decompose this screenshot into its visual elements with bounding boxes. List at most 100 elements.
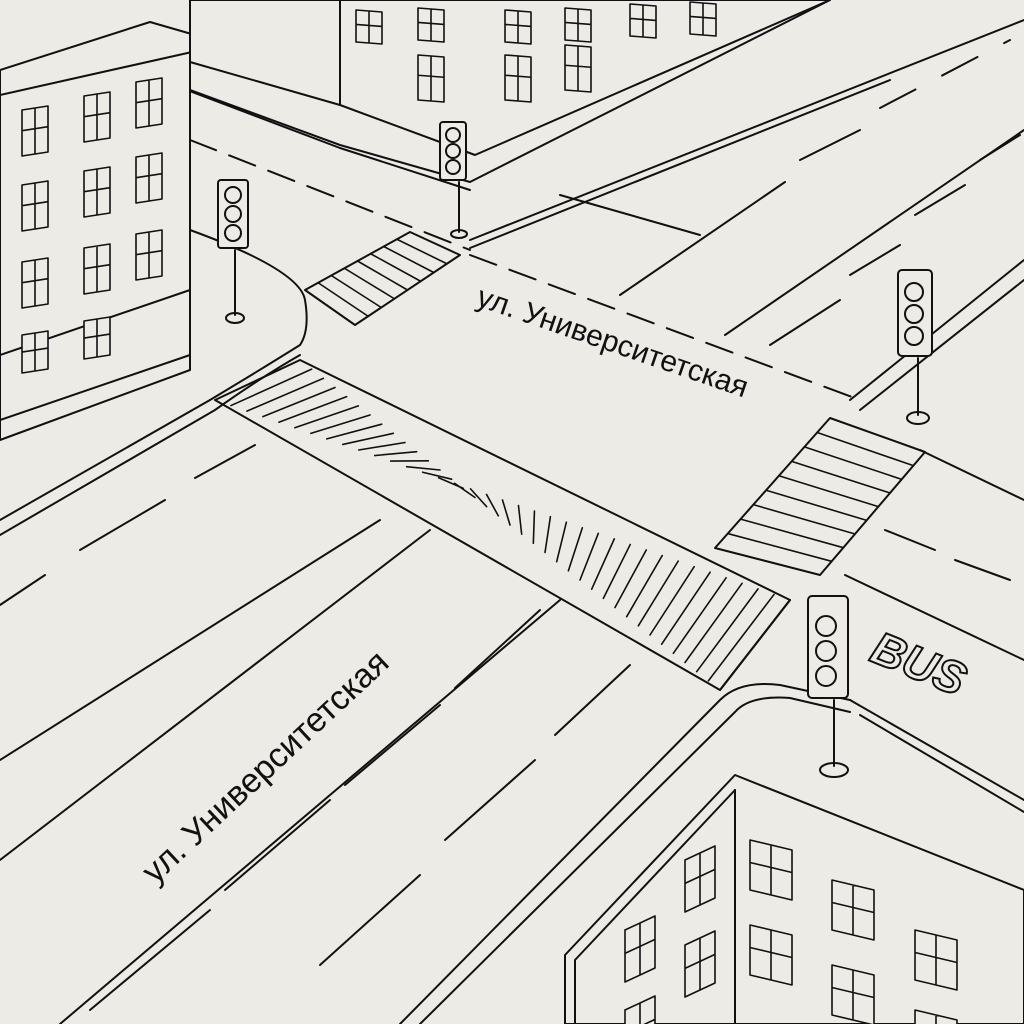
lane-dash [0, 574, 46, 606]
lane-dash [799, 129, 861, 161]
crosswalk-stripe [396, 238, 448, 265]
crosswalk-stripe [357, 441, 406, 451]
window [21, 180, 49, 232]
crosswalk-stripe [262, 386, 336, 418]
building-line [339, 0, 831, 156]
window [83, 91, 111, 143]
curb-line [859, 714, 1024, 813]
window [689, 1, 717, 37]
crosswalk-stripe [790, 460, 891, 494]
lane-dash [879, 39, 1011, 109]
road-edge [559, 194, 701, 236]
building-roof [564, 774, 1024, 1024]
lane-dash [444, 759, 536, 841]
lane-dash [189, 139, 471, 251]
crosswalk-stripe [726, 532, 833, 563]
signal-lamp [445, 143, 461, 159]
window [749, 839, 793, 901]
traffic-light-3 [897, 269, 933, 425]
crosswalk-stripe [555, 521, 568, 563]
crosswalk-top [304, 231, 461, 326]
traffic-light-icon [807, 595, 849, 699]
crosswalk-stripe [660, 571, 711, 645]
lane-dash [79, 499, 166, 551]
crosswalk-stripe [294, 405, 360, 429]
crosswalk-stripe [382, 245, 435, 274]
crosswalk-stripe [649, 565, 695, 636]
window [624, 995, 656, 1024]
traffic-light-2 [217, 179, 249, 324]
curb-line [0, 354, 301, 536]
building-edge [574, 789, 736, 1024]
lane-dash [979, 134, 1021, 161]
crosswalk-stripe [330, 274, 383, 309]
signal-lamp [445, 159, 461, 175]
window [914, 1009, 958, 1024]
lane-dash [344, 704, 441, 786]
signal-lamp [445, 127, 461, 143]
curb-line [859, 279, 1024, 411]
crosswalk-stripe [369, 252, 422, 283]
signal-lamp [815, 665, 837, 687]
crosswalk-stripe [421, 471, 453, 480]
signal-lamp [815, 640, 837, 662]
signal-lamp [904, 304, 924, 324]
road-edges [0, 19, 1024, 1024]
crosswalk-stripe [602, 543, 632, 600]
crosswalk-stripe [625, 554, 664, 618]
crosswalk-stripe [341, 432, 395, 446]
curb-line [849, 699, 1024, 801]
signal-lamp [904, 326, 924, 346]
lane-line [59, 599, 561, 1024]
window [21, 105, 49, 157]
lane-dash [224, 799, 331, 891]
signal-pole-base [225, 312, 245, 324]
window [135, 77, 163, 129]
lane-dash [769, 299, 841, 346]
crosswalk-stripe [343, 267, 396, 300]
crosswalk-stripe [517, 504, 523, 535]
signal-lamp [815, 615, 837, 637]
crosswalk-top-stripes [317, 238, 448, 318]
lane-dash [454, 609, 541, 689]
curb-line [469, 19, 1024, 241]
crosswalk-stripe [695, 588, 759, 673]
crosswalk-stripe [356, 260, 409, 291]
window [629, 3, 657, 39]
curb-line [0, 344, 301, 521]
window [355, 9, 383, 45]
window [504, 9, 532, 45]
signal-lamp [224, 205, 242, 223]
curb-corner [399, 683, 851, 1024]
signal-pole-base [450, 229, 468, 239]
window [83, 243, 111, 295]
signal-lamp [224, 186, 242, 204]
lane-dash [319, 874, 421, 966]
signal-pole-base [906, 411, 930, 425]
crosswalk-stripe [230, 368, 313, 407]
lane-dash [914, 184, 966, 216]
crosswalk-stripe [317, 281, 369, 318]
lane-dash [469, 254, 861, 401]
curb-corner [189, 229, 308, 346]
window [624, 915, 656, 983]
traffic-light-1 [439, 121, 468, 239]
building-bottom-right [564, 774, 1024, 1024]
crosswalk-stripe [816, 431, 915, 467]
crosswalk-stripe [765, 489, 868, 522]
crosswalk-stripe [544, 515, 552, 554]
building-top-center [189, 0, 831, 183]
crosswalk-stripe [614, 549, 648, 609]
window [417, 7, 445, 43]
crosswalk-stripe [707, 593, 775, 682]
building-windows [21, 77, 163, 374]
signal-lamp [904, 282, 924, 302]
traffic-light-4 [807, 595, 849, 778]
lane-dash [619, 181, 786, 296]
crosswalk-stripe [469, 488, 488, 508]
lane-dash [849, 244, 901, 276]
lane-dash [954, 559, 1011, 581]
curb-line [919, 449, 1024, 501]
lane-line [0, 529, 431, 861]
